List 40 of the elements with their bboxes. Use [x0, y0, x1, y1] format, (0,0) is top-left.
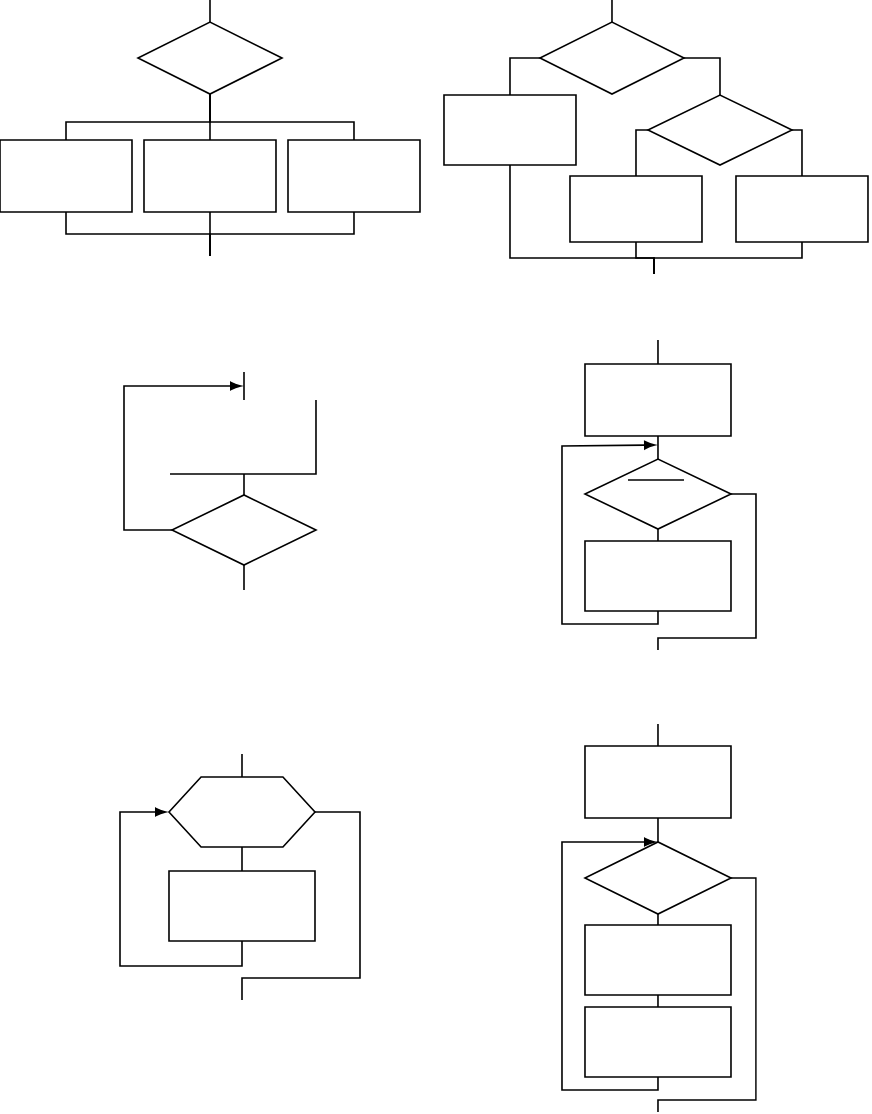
flow-line: [243, 564, 245, 591]
flow-line: [657, 339, 659, 365]
flow-line: [209, 93, 355, 141]
flow-line: [243, 473, 245, 496]
flow-line: [657, 723, 659, 747]
process-box: [584, 540, 732, 612]
flow-line: [657, 435, 659, 460]
flow-line: [241, 753, 243, 778]
flow-line: [683, 57, 721, 96]
process-box: [0, 139, 133, 213]
process-box: [287, 139, 421, 213]
flow-line: [635, 129, 649, 177]
process-box: [443, 94, 577, 166]
process-box: [735, 175, 869, 243]
arrow: [119, 807, 243, 967]
process-box: [584, 363, 732, 437]
flow-line: [791, 129, 803, 177]
loop-hexagon: [167, 776, 317, 848]
flow-line: [657, 528, 659, 542]
arrow: [561, 440, 659, 625]
flow-line: [657, 817, 659, 843]
process-box: [143, 139, 277, 213]
flow-line: [657, 913, 659, 926]
flow-line: [241, 846, 243, 872]
arrow: [123, 381, 242, 531]
flow-line: [241, 811, 361, 1001]
flow-line: [657, 994, 659, 1008]
process-box: [569, 175, 703, 243]
flow-line: [509, 57, 541, 96]
flow-line: [657, 877, 757, 1113]
arrow: [561, 837, 659, 1091]
process-box: [584, 1006, 732, 1078]
flow-line: [611, 0, 613, 23]
flow-line: [209, 211, 355, 257]
flow-line: [657, 493, 757, 651]
flow-line: [209, 0, 211, 23]
process-box: [584, 745, 732, 819]
process-box: [168, 870, 316, 942]
flow-line: [653, 241, 803, 275]
process-box: [584, 924, 732, 996]
